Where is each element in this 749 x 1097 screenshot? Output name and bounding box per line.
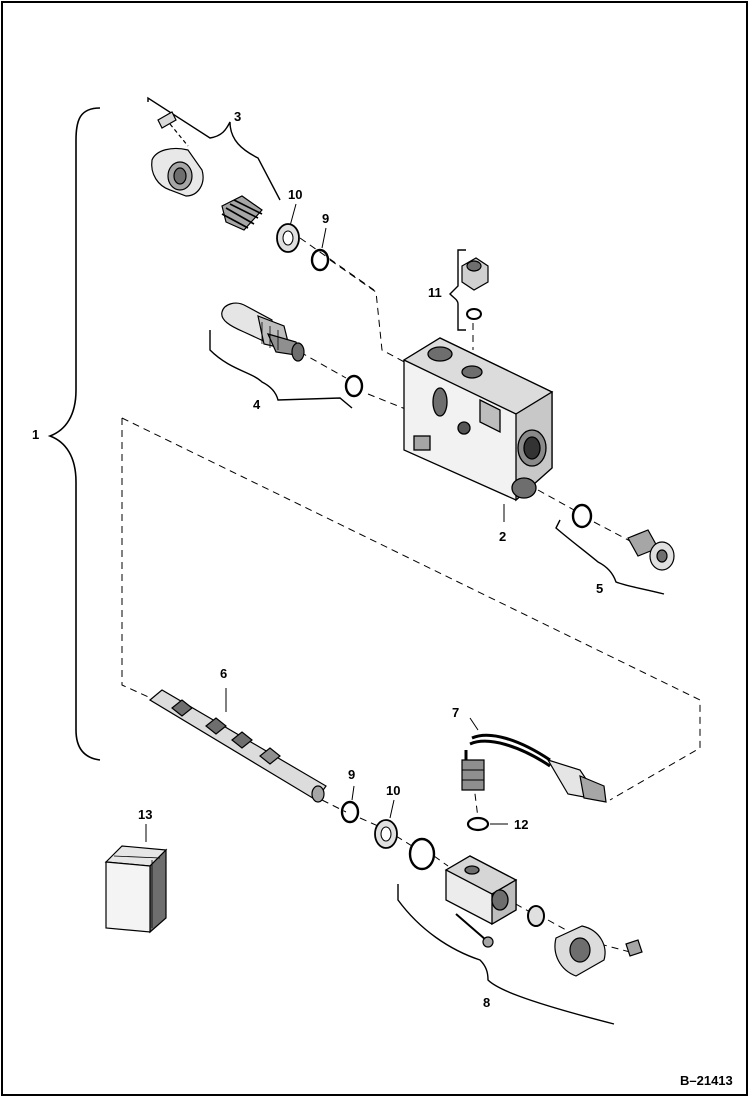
part-8-bolt <box>455 913 494 948</box>
callout-1: 1 <box>32 427 40 442</box>
part-8-block <box>444 855 518 926</box>
bracket-8 <box>397 884 615 1025</box>
part-9-oring-top <box>310 248 330 272</box>
part-5-plug <box>627 529 675 571</box>
callout-10-top: 10 <box>288 187 303 202</box>
callout-5: 5 <box>596 581 604 596</box>
part-12-oring <box>466 816 490 832</box>
callout-9-bottom: 9 <box>348 767 356 782</box>
callout-9-top: 9 <box>322 211 330 226</box>
part-3-cap-screw <box>157 111 189 147</box>
brace-1 <box>47 107 101 761</box>
part-8-cap-screw <box>625 939 643 957</box>
dashed-guides <box>121 237 701 953</box>
part-2-valve-section <box>402 337 554 502</box>
part-9-oring-bottom <box>340 800 360 824</box>
part-4-oring <box>344 374 364 398</box>
callout-4: 4 <box>253 397 261 412</box>
part-3-spring <box>221 195 263 231</box>
part-11-oring <box>466 308 482 320</box>
bracket-11 <box>449 249 466 331</box>
part-7-pressure-switch <box>461 733 607 803</box>
callout-7: 7 <box>452 705 460 720</box>
part-5-oring <box>571 503 593 529</box>
callout-leaders <box>145 203 508 842</box>
part-13-seal-kit-box <box>104 845 168 934</box>
bracket-3 <box>147 96 281 201</box>
part-8-oring-large <box>408 837 436 871</box>
part-8-seal <box>527 905 545 927</box>
callout-11: 11 <box>428 285 442 300</box>
callout-10-bottom: 10 <box>386 783 401 798</box>
part-11-plug <box>461 257 489 291</box>
callout-6: 6 <box>220 666 228 681</box>
callout-2: 2 <box>499 529 507 544</box>
figure-id: B–21413 <box>680 1073 733 1088</box>
part-8-end-cap <box>554 925 606 977</box>
callout-13: 13 <box>138 807 153 822</box>
part-3-end-cap <box>151 147 204 197</box>
bracket-5 <box>555 519 665 595</box>
callout-3: 3 <box>234 109 242 124</box>
callout-12: 12 <box>514 817 529 832</box>
part-4-relief-valve <box>221 302 305 362</box>
part-6-spool <box>148 689 327 803</box>
bracket-4 <box>209 330 353 409</box>
callout-8: 8 <box>483 995 491 1010</box>
